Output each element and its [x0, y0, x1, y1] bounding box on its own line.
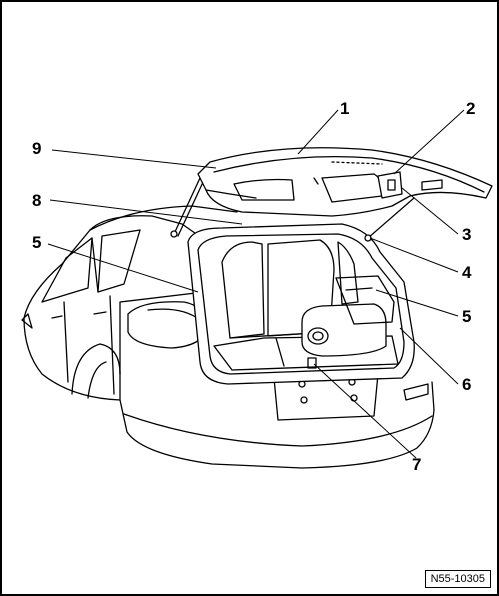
hatch-seal — [197, 233, 405, 375]
side-trim-panel — [335, 275, 395, 325]
gas-strut-left — [173, 177, 201, 235]
tailgate-lock — [377, 171, 403, 199]
callout-5-right: 5 — [462, 307, 472, 326]
callout-6: 6 — [462, 375, 472, 394]
callout-7: 7 — [412, 455, 422, 474]
hatch-opening-frame — [187, 223, 415, 385]
rear-seat-back — [221, 241, 265, 339]
callout-5-left: 5 — [32, 233, 42, 252]
callout-1: 1 — [340, 99, 350, 118]
callout-8: 8 — [32, 191, 42, 210]
callout-9: 9 — [32, 139, 42, 158]
figure-reference-code: N55-10305 — [424, 570, 491, 588]
callout-3: 3 — [462, 225, 472, 244]
tailgate — [197, 147, 493, 217]
side-window-rear — [97, 229, 141, 293]
latch-striker — [307, 357, 317, 369]
rear-wheel-arch — [71, 343, 121, 395]
leader-lines — [47, 109, 465, 459]
callout-4: 4 — [462, 263, 472, 282]
spare-wheel-well — [301, 303, 387, 357]
load-floor — [213, 335, 399, 371]
gas-strut-right — [367, 197, 415, 239]
callout-2: 2 — [466, 99, 476, 118]
